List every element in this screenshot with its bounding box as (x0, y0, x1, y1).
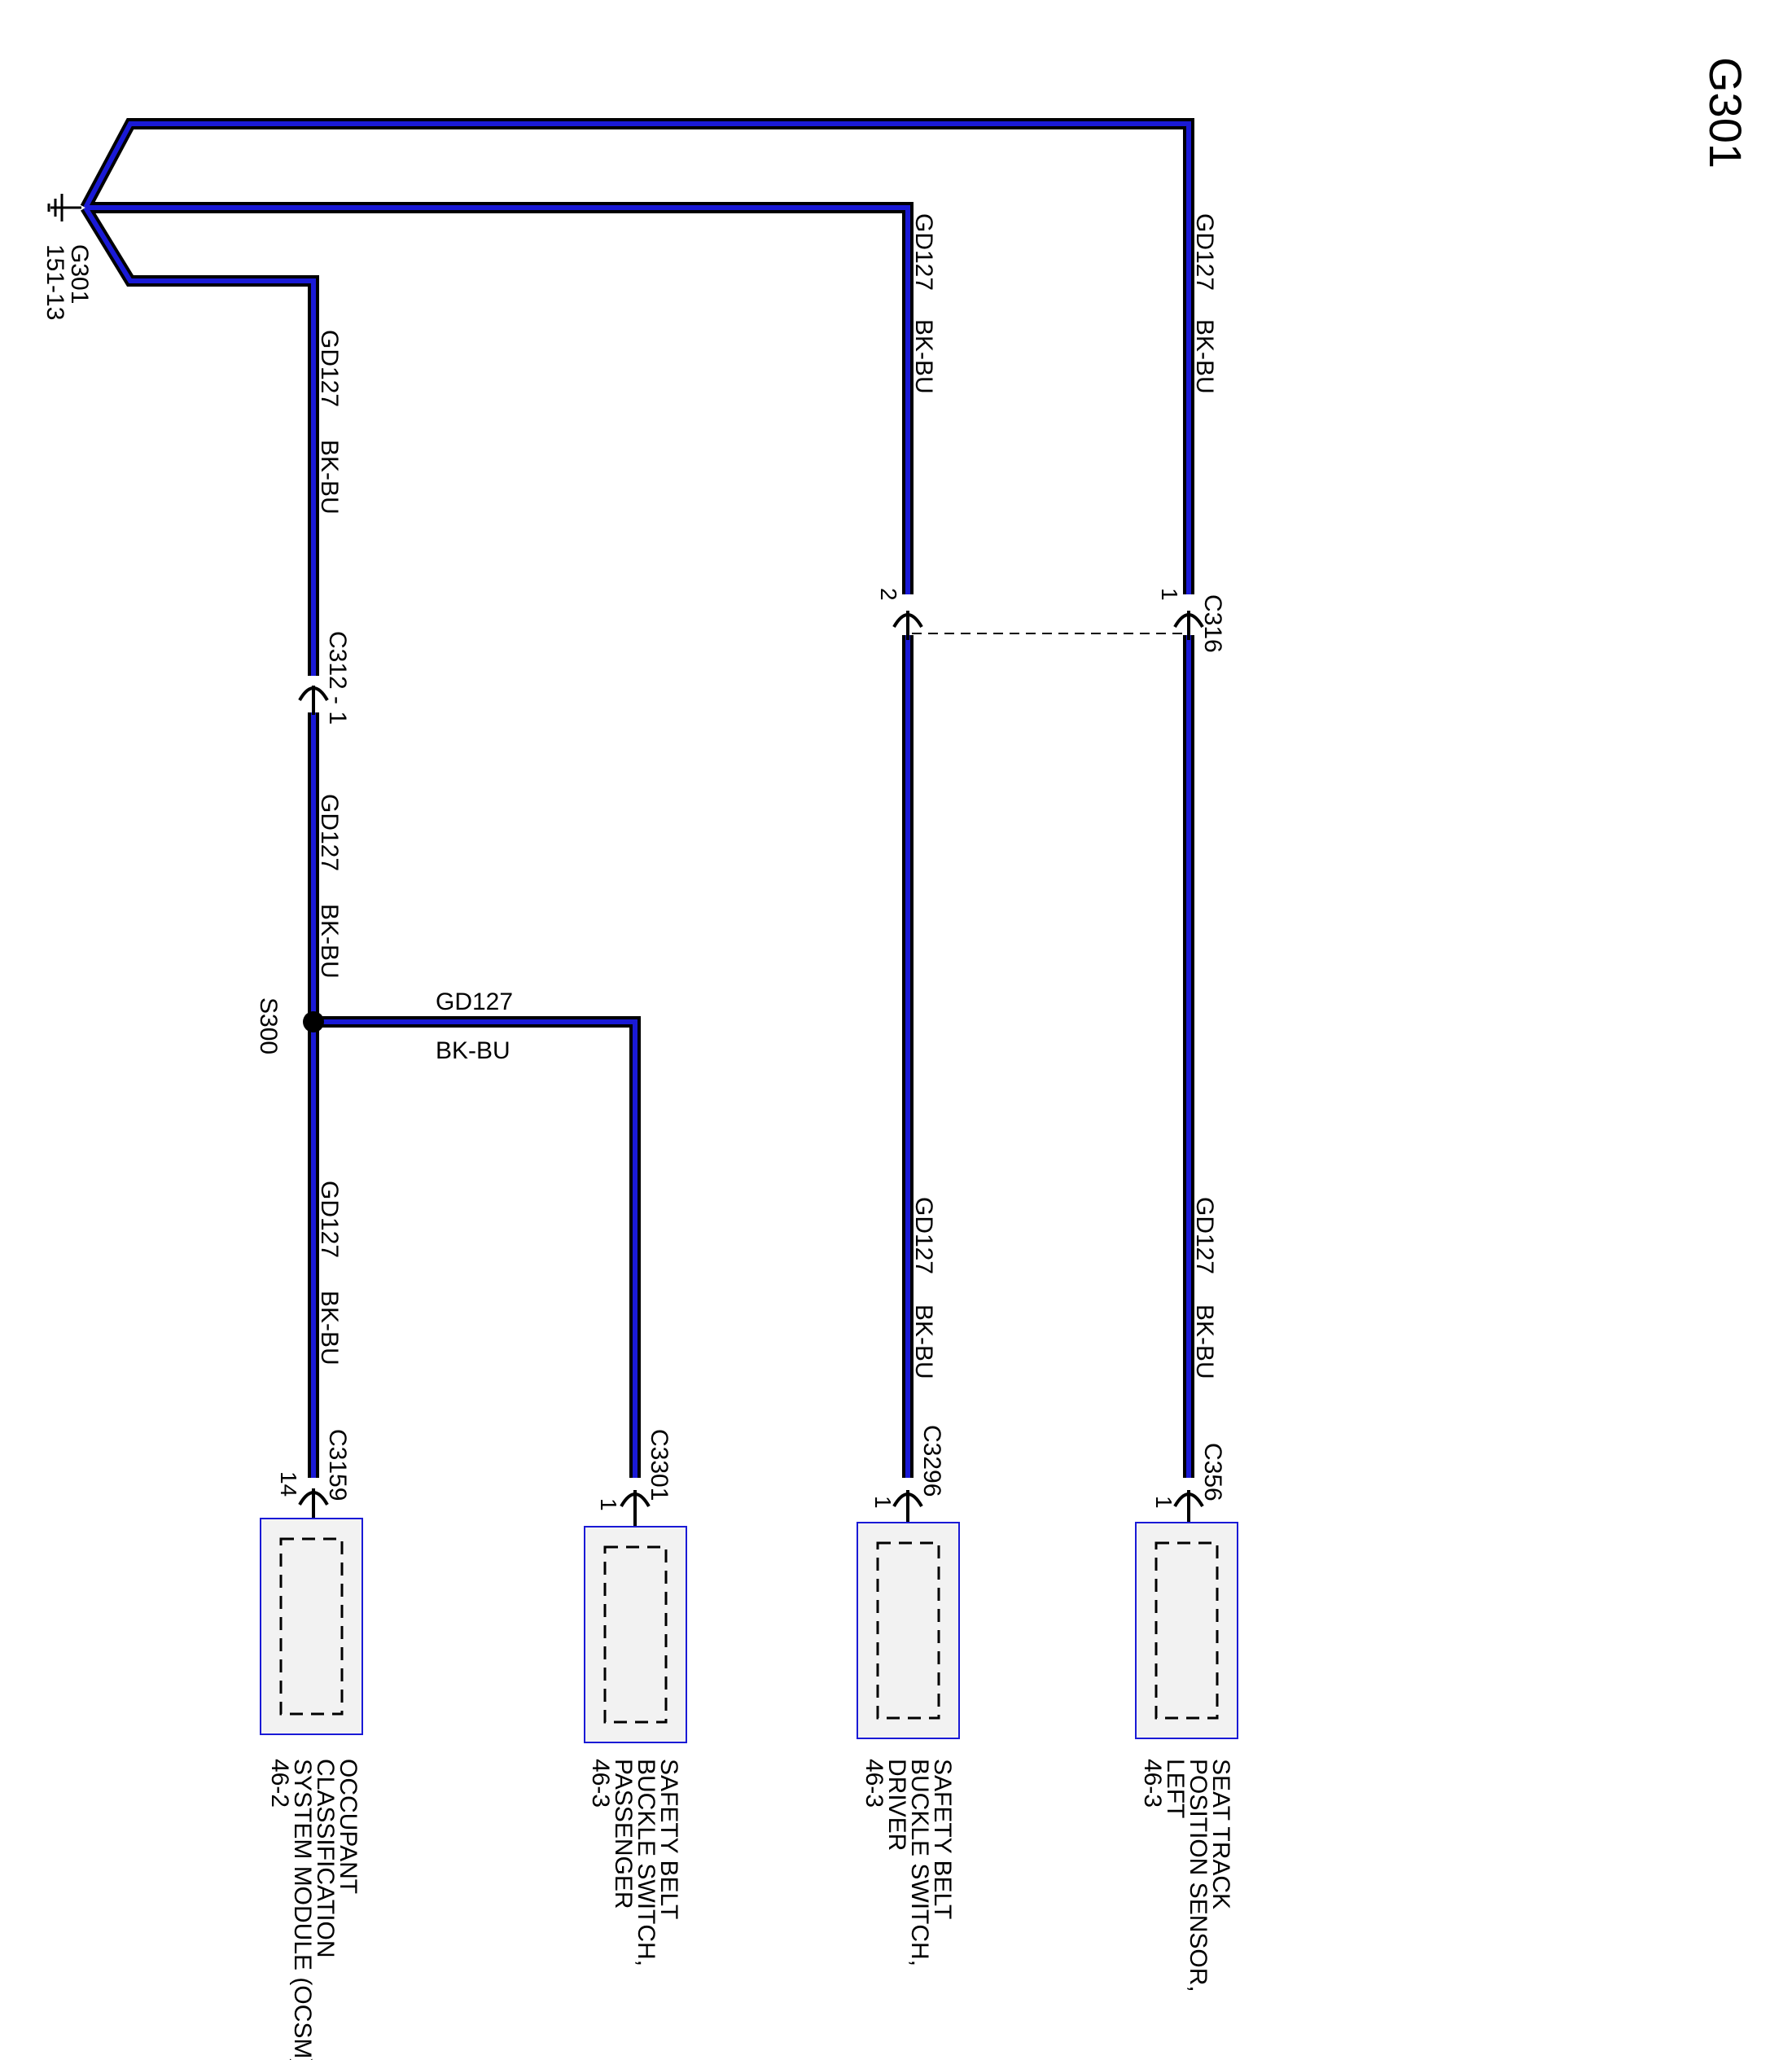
component-ocsm-label: OCCUPANT CLASSIFICATION SYSTEM MODULE (O… (266, 1759, 361, 2060)
wire-circuit-label: GD127 (910, 1197, 937, 1274)
component-seat-track-sensor (1135, 1522, 1238, 1739)
splice-s300-icon (303, 1011, 324, 1032)
component-ocsm (260, 1518, 363, 1735)
wire-color-label: BK-BU (316, 904, 343, 979)
wire-color-label: BK-BU (316, 440, 343, 515)
wire-color-label: BK-BU (436, 1037, 510, 1064)
ground-page-ref: 151-13 (42, 244, 68, 320)
connector-c3159-pin: 14 (276, 1471, 301, 1497)
ground-name: G301 (66, 244, 93, 304)
wire-ground-to-driver-buckle (85, 202, 914, 594)
component-seat-track-sensor-label: SEAT TRACK POSITION SENSOR, LEFT 46-3 (1139, 1759, 1234, 1999)
connector-c356-pin: 1 (1151, 1496, 1176, 1509)
connector-c3301-pin: 1 (596, 1498, 621, 1511)
component-passenger-buckle-label: SAFETY BELT BUCKLE SWITCH, PASSENGER 46-… (587, 1759, 682, 1973)
connector-c316-pin-driver: 2 (876, 588, 901, 601)
wire-color-label: BK-BU (910, 319, 937, 394)
connector-c312-label: C312 - 1 (324, 631, 351, 725)
connector-c3296-label: C3296 (918, 1425, 945, 1497)
connector-c356-label: C356 (1199, 1443, 1226, 1501)
splice-s300-label: S300 (255, 997, 282, 1054)
wire-circuit-label: GD127 (436, 988, 513, 1015)
connector-c3159-label: C3159 (324, 1429, 351, 1501)
connector-c316-pin-seat: 1 (1157, 588, 1182, 601)
wire-circuit-label: GD127 (910, 213, 937, 291)
connector-c312-icon (298, 686, 329, 715)
wire-labels: GD127 BK-BU GD127 BK-BU GD127 BK-BU GD12… (316, 213, 1218, 1379)
ground-symbol-icon (47, 194, 81, 221)
wire-color-label: BK-BU (1191, 319, 1218, 394)
wire-s300-to-passenger-buckle (313, 1016, 641, 1478)
connector-c316-label: C316 (1199, 594, 1226, 653)
wire-circuit-label: GD127 (316, 794, 343, 871)
connector-c316-icon (892, 611, 1204, 640)
connector-c3296-pin: 1 (870, 1496, 896, 1509)
wire-ground-to-c312 (81, 204, 319, 676)
component-passenger-buckle (584, 1526, 687, 1743)
wire-circuit-label: GD127 (1191, 213, 1218, 291)
wire-ground-to-seat-track (80, 118, 1194, 594)
page-title: G301 (1700, 57, 1751, 169)
wire-circuit-label: GD127 (316, 330, 343, 407)
wire-circuit-label: GD127 (1191, 1197, 1218, 1274)
wire-circuit-label: GD127 (316, 1181, 343, 1258)
component-driver-buckle (857, 1522, 960, 1739)
component-driver-buckle-label: SAFETY BELT BUCKLE SWITCH, DRIVER 46-3 (861, 1759, 956, 1973)
wire-harness (80, 118, 1194, 1478)
wire-color-label: BK-BU (1191, 1304, 1218, 1379)
wire-color-label: BK-BU (910, 1304, 937, 1379)
connector-c3301-label: C3301 (646, 1429, 673, 1501)
wire-color-label: BK-BU (316, 1291, 343, 1365)
